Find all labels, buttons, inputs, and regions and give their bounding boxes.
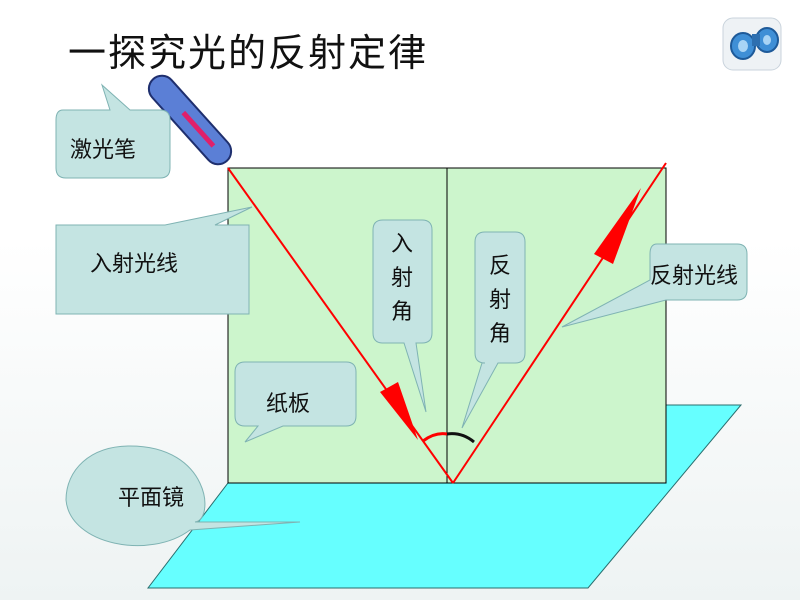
reflected-ray-callout bbox=[561, 243, 748, 328]
page-title: 一探究光的反射定律 bbox=[68, 31, 429, 75]
laser-pen bbox=[147, 74, 233, 166]
plane-mirror-callout bbox=[65, 445, 301, 547]
incidence-angle-arc bbox=[422, 432, 448, 443]
paper-board-callout bbox=[234, 361, 357, 443]
reflection-angle-callout bbox=[461, 231, 526, 429]
plane-mirror-label: 平面镜 bbox=[118, 486, 185, 511]
reflected-ray-arrowhead bbox=[594, 188, 641, 264]
laser-pen-callout bbox=[55, 83, 171, 179]
reflection-angle-arc bbox=[446, 432, 475, 444]
reflected-ray-label: 反射光线 bbox=[650, 264, 739, 289]
incident-ray bbox=[227, 167, 454, 484]
incidence-angle-label: 入射角 bbox=[390, 232, 413, 325]
incidence-angle-callout bbox=[372, 219, 433, 413]
incident-ray-callout bbox=[55, 206, 253, 315]
paper-board-label: 纸板 bbox=[266, 392, 311, 417]
reflection-angle-label: 反射角 bbox=[488, 254, 511, 347]
incident-ray-arrowhead bbox=[380, 382, 418, 440]
incident-ray-label: 入射光线 bbox=[90, 252, 179, 277]
binoculars-icon bbox=[722, 17, 782, 71]
laser-pen-label: 激光笔 bbox=[70, 138, 137, 163]
